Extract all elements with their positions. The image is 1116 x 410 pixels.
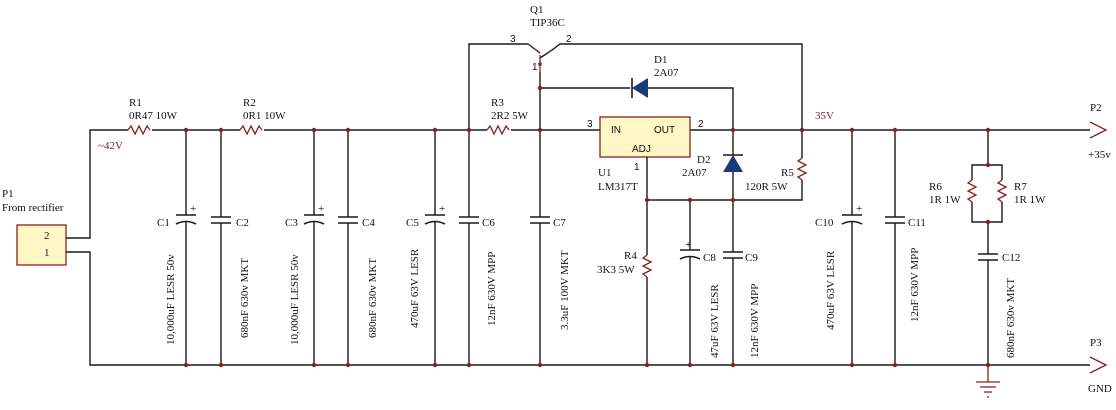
u1-part: LM317T: [598, 181, 638, 193]
c3-ref: C3: [285, 217, 298, 229]
c2-ref: C2: [236, 217, 249, 229]
u1-ref: U1: [598, 167, 611, 179]
capacitor-c2: C2 680nF 630v MKT: [211, 130, 251, 365]
regulator-u1: IN OUT ADJ 3 2 1 U1 LM317T: [587, 116, 704, 200]
c5-polarity: +: [439, 203, 445, 215]
c1-polarity: +: [190, 203, 196, 215]
r1-ref: R1: [129, 97, 142, 109]
capacitor-c3: + C3 10,000uF LESR 50v: [285, 130, 325, 365]
p2-net: +35v: [1088, 149, 1111, 161]
c8-polarity: +: [685, 239, 691, 251]
p3-net: GND: [1088, 383, 1112, 395]
c7-value: 3.3uF 100V MKT: [559, 250, 571, 330]
q1-pin1: 1: [532, 62, 538, 73]
capacitor-c8: + C8 47uF 63V LESR: [679, 200, 721, 365]
p1-ref: P1: [2, 188, 14, 200]
r2-value: 0R1 10W: [243, 110, 286, 122]
c5-value: 470uF 63V LESR: [409, 248, 421, 328]
capacitor-c9: C9 12nF 630V MPP: [723, 200, 761, 365]
c10-polarity: +: [856, 203, 862, 215]
capacitor-c4: C4 680nF 630v MKT: [338, 130, 379, 365]
p1-desc: From rectifier: [2, 202, 64, 214]
u1-pin-out: 2: [698, 119, 704, 130]
r5-ref: R5: [781, 167, 794, 179]
c10-ref: C10: [815, 217, 834, 229]
u1-out-label: OUT: [654, 125, 675, 136]
capacitor-c6: C6 12nF 630V MPP: [459, 130, 498, 365]
resistor-r2: R2 0R1 10W: [239, 97, 286, 136]
resistor-r3: R3 2R2 5W: [486, 97, 529, 136]
c2-value: 680nF 630v MKT: [239, 258, 251, 338]
u1-pin-in: 3: [587, 119, 593, 130]
r4-value: 3K3 5W: [597, 264, 635, 276]
r6-ref: R6: [929, 181, 942, 193]
r6-value: 1R 1W: [929, 194, 961, 206]
capacitor-c1: + C1 10,000uF LESR 50v: [157, 130, 197, 365]
q1-part: TIP36C: [530, 17, 565, 29]
ground-symbol: [976, 365, 1000, 398]
c12-ref: C12: [1002, 252, 1020, 264]
q1-pin3: 3: [510, 34, 516, 45]
port-p2: P2 +35v: [1088, 102, 1111, 161]
d2-ref: D2: [697, 154, 710, 166]
diode-d1: D1 2A07: [540, 54, 734, 130]
connector-p1: 2 1 P1 From rectifier: [2, 188, 67, 266]
resistor-r5: R5 120R 5W: [647, 130, 808, 201]
u1-pin-adj: 1: [634, 162, 640, 173]
snubber-network: R6 1R 1W R7 1R 1W C12 680nF 630v MKT: [929, 130, 1046, 365]
c10-value: 470uF 63V LESR: [825, 250, 837, 330]
capacitor-c5: + C5 470uF 63V LESR: [406, 130, 446, 365]
net-label-input: ~42V: [98, 140, 123, 152]
r3-ref: R3: [491, 97, 504, 109]
c11-ref: C11: [908, 217, 926, 229]
d1-ref: D1: [654, 54, 667, 66]
u1-adj-label: ADJ: [632, 144, 651, 155]
r7-ref: R7: [1014, 181, 1027, 193]
r5-value: 120R 5W: [745, 181, 788, 193]
c7-ref: C7: [553, 217, 566, 229]
p3-ref: P3: [1090, 337, 1102, 349]
junction-dots: [183, 85, 991, 368]
resistor-r1: R1 0R47 10W: [127, 97, 178, 136]
resistor-r4: R4 3K3 5W: [597, 200, 653, 365]
c8-ref: C8: [703, 252, 716, 264]
transistor-q1: Q1 TIP36C 3 2 1: [468, 4, 803, 130]
c3-value: 10,000uF LESR 50v: [289, 254, 301, 345]
c9-value: 12nF 630V MPP: [749, 284, 761, 358]
d1-part: 2A07: [654, 67, 679, 79]
c5-ref: C5: [406, 217, 419, 229]
capacitor-c10: + C10 470uF 63V LESR: [815, 130, 863, 365]
c6-ref: C6: [482, 217, 495, 229]
c1-ref: C1: [157, 217, 170, 229]
net-label-output: 35V: [815, 110, 834, 122]
p1-pin2-label: 2: [44, 230, 50, 242]
c4-value: 680nF 630v MKT: [367, 258, 379, 338]
c12-value: 680nF 630v MKT: [1005, 278, 1017, 358]
c9-ref: C9: [745, 252, 758, 264]
port-p3: P3 GND: [1088, 337, 1112, 395]
p1-pin1-label: 1: [44, 247, 50, 259]
q1-ref: Q1: [530, 4, 543, 16]
c8-value: 47uF 63V LESR: [709, 284, 721, 358]
c11-value: 12nF 630V MPP: [909, 248, 921, 322]
capacitor-c11: C11 12nF 630V MPP: [885, 130, 926, 365]
u1-in-label: IN: [611, 125, 621, 136]
p2-ref: P2: [1090, 102, 1102, 114]
c3-polarity: +: [318, 203, 324, 215]
r2-ref: R2: [243, 97, 256, 109]
c4-ref: C4: [362, 217, 375, 229]
r4-ref: R4: [624, 250, 637, 262]
c6-value: 12nF 630V MPP: [486, 252, 498, 326]
diode-d2: D2 2A07: [682, 130, 743, 200]
capacitor-c7: C7 3.3uF 100V MKT: [530, 88, 571, 365]
r7-value: 1R 1W: [1014, 194, 1046, 206]
d2-part: 2A07: [682, 167, 707, 179]
r3-value: 2R2 5W: [491, 110, 529, 122]
top-rail-wires: [66, 129, 1090, 366]
q1-pin2: 2: [566, 34, 572, 45]
c1-value: 10,000uF LESR 50v: [165, 254, 177, 345]
r1-value: 0R47 10W: [129, 110, 178, 122]
